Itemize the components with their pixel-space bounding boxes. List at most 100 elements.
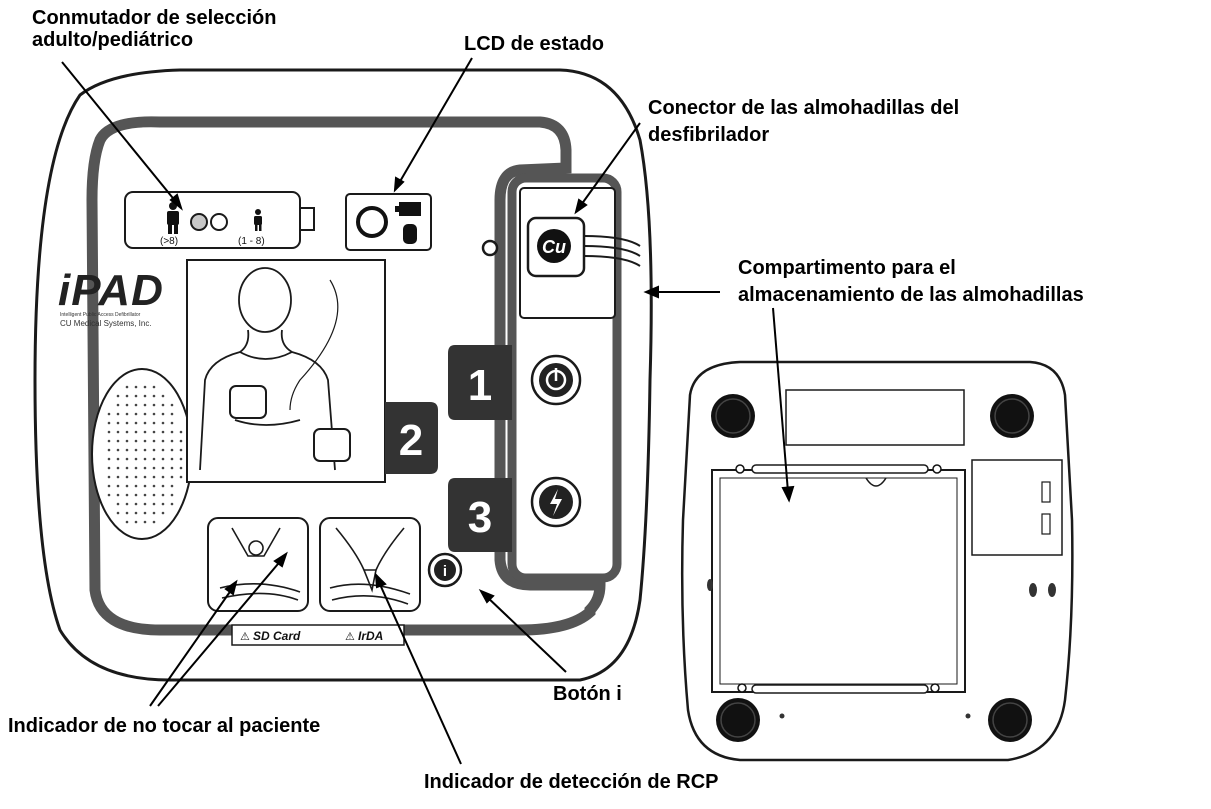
screw-bottom-right (930, 683, 940, 693)
speaker-hole (116, 421, 120, 425)
speaker-hole (125, 385, 129, 389)
speaker-hole (170, 457, 174, 461)
back-top-recess (785, 389, 965, 446)
pad-storage-compartment (711, 469, 966, 693)
electrode-placement-panel (186, 259, 386, 483)
speaker-hole (170, 493, 174, 497)
torso-illustration (199, 267, 339, 471)
storage-inner-border (719, 477, 958, 685)
selector-label-line1: Conmutador de selección (32, 7, 277, 29)
speaker-hole (116, 457, 120, 461)
top-slot (751, 464, 929, 474)
speaker-hole (125, 430, 129, 434)
no-touch-callout-2 (157, 557, 284, 707)
speaker-hole (125, 448, 129, 452)
step-3-block (448, 478, 512, 552)
speaker-hole (107, 484, 111, 488)
foot-top-left (711, 394, 755, 438)
step-2-block (385, 402, 438, 474)
speaker-hole (143, 430, 147, 434)
screw-bottom-left (737, 683, 747, 693)
speaker-hole (125, 457, 129, 461)
speaker-hole (170, 502, 174, 506)
speaker-hole (152, 502, 156, 506)
speaker-hole (143, 502, 147, 506)
irda-warning-icon: ⚠ (345, 631, 355, 643)
sd-irda-strip (231, 624, 405, 646)
speaker-hole (161, 448, 165, 452)
speaker-hole (116, 439, 120, 443)
speaker-hole (152, 466, 156, 470)
speaker-hole (134, 448, 138, 452)
selector-callout (61, 61, 182, 209)
speaker-hole (143, 448, 147, 452)
speaker-hole (170, 412, 174, 416)
speaker-hole (161, 466, 165, 470)
speaker-hole (179, 439, 183, 443)
step-1-number: 1 (468, 361, 492, 410)
cpr-detection-indicator (319, 517, 421, 612)
cpr-label: Indicador de detección de RCP (424, 771, 719, 793)
speaker-hole (170, 466, 174, 470)
speaker-hole (161, 421, 165, 425)
speaker-hole (170, 439, 174, 443)
speaker-hole (170, 484, 174, 488)
no-touch-callout-1 (149, 585, 235, 707)
speaker-hole (125, 466, 129, 470)
speaker-hole (152, 412, 156, 416)
speaker-hole (152, 403, 156, 407)
speaker-hole (143, 520, 147, 524)
speaker-hole (116, 511, 120, 515)
speaker-hole (143, 403, 147, 407)
speaker-hole (125, 475, 129, 479)
switch-knob-child (210, 213, 228, 231)
sd-card-text: SD Card (253, 629, 301, 643)
speaker-hole (134, 421, 138, 425)
brand-subtitle-2: CU Medical Systems, Inc. (60, 319, 152, 328)
speaker-hole (134, 439, 138, 443)
speaker-hole (125, 412, 129, 416)
electrode-pad-1 (229, 385, 267, 419)
speaker-hole (152, 457, 156, 461)
speaker-hole (134, 403, 138, 407)
speaker-hole (143, 484, 147, 488)
selector-label-line2: adulto/pediátrico (32, 29, 194, 51)
speaker-hole (134, 493, 138, 497)
foot-top-right (990, 394, 1034, 438)
speaker-hole (143, 439, 147, 443)
speaker-hole (125, 484, 129, 488)
speaker-hole (170, 403, 174, 407)
speaker-hole (125, 439, 129, 443)
speaker-hole (107, 475, 111, 479)
speaker-hole (170, 430, 174, 434)
speaker-hole (116, 475, 120, 479)
speaker-hole (125, 403, 129, 407)
speaker-hole (170, 475, 174, 479)
speaker-hole (125, 502, 129, 506)
speaker-hole (179, 457, 183, 461)
storage-callout-down (772, 307, 789, 493)
cpr-hands-icon (329, 527, 411, 605)
connector-cables (583, 235, 641, 267)
side-bracket (971, 459, 1063, 556)
speaker-hole (134, 502, 138, 506)
speaker-hole (161, 484, 165, 488)
speaker-hole (116, 394, 120, 398)
speaker-hole (116, 493, 120, 497)
connector-label-line1: Conector de las almohadillas del (648, 97, 960, 119)
speaker-hole (107, 430, 111, 434)
speaker-hole (116, 448, 120, 452)
lcd-label: LCD de estado (464, 33, 605, 55)
speaker-hole (107, 412, 111, 416)
speaker-hole (152, 475, 156, 479)
speaker-hole (134, 475, 138, 479)
sd-card-warning-icon: ⚠ (240, 631, 250, 643)
speaker-hole (134, 385, 138, 389)
speaker-hole (125, 520, 129, 524)
aed-front-view: (>8) (1 - 8) iPAD Intelligent Public Acc… (33, 68, 653, 682)
connector-logo-badge (537, 229, 571, 263)
foot-bottom-right (988, 698, 1032, 742)
speaker-hole (143, 412, 147, 416)
step-2-number: 2 (399, 416, 423, 465)
